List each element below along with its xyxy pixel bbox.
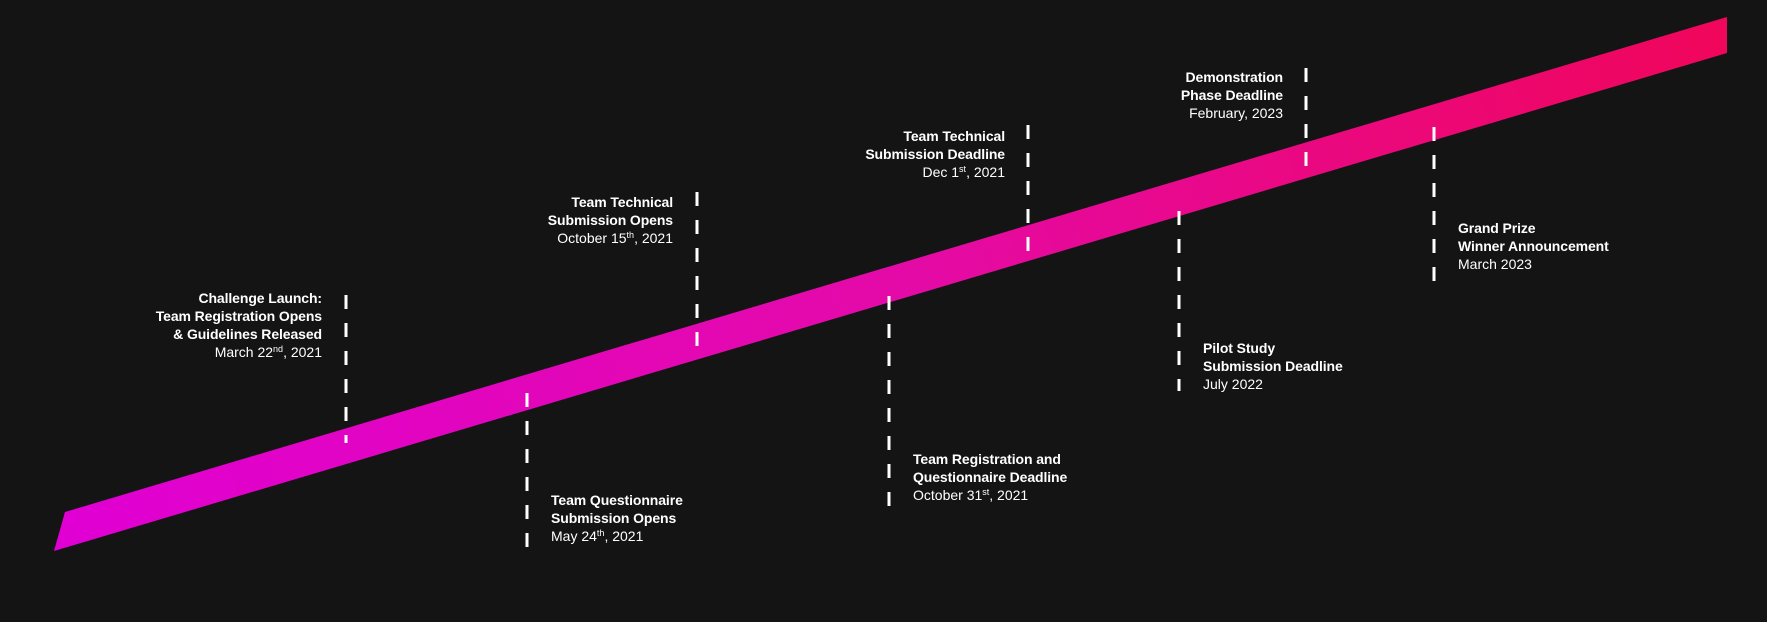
- milestone-title-line: Team Registration Opens: [155, 308, 322, 324]
- milestone-label-grand-prize: Grand Prize Winner Announcement March 20…: [1458, 219, 1609, 273]
- milestone-label-questionnaire-opens: Team Questionnaire Submission Opens May …: [551, 491, 683, 545]
- milestone-label-registration-deadline: Team Registration and Questionnaire Dead…: [913, 450, 1067, 504]
- milestone-markers: [344, 68, 1436, 549]
- milestone-title-line: Submission Deadline: [1203, 358, 1343, 374]
- milestone-date: Dec 1st, 2021: [922, 164, 1005, 180]
- milestone-title-line: Winner Announcement: [1458, 238, 1609, 254]
- milestone-date: May 24th, 2021: [551, 528, 644, 544]
- milestone-title-line: Challenge Launch:: [198, 290, 322, 306]
- milestone-title-line: Phase Deadline: [1180, 87, 1283, 103]
- milestone-title-line: Questionnaire Deadline: [913, 469, 1068, 485]
- milestone-title-line: Submission Opens: [551, 510, 677, 526]
- milestone-title-line: Team Questionnaire: [551, 492, 683, 508]
- milestone-title-line: Submission Opens: [547, 212, 673, 228]
- milestone-date: March 2023: [1458, 256, 1532, 272]
- milestone-date: March 22nd, 2021: [214, 344, 322, 360]
- milestone-date: October 15th, 2021: [557, 230, 673, 246]
- timeline-ribbon: [54, 17, 1727, 551]
- milestone-label-demo-deadline: Demonstration Phase Deadline February, 2…: [1181, 68, 1283, 122]
- milestone-label-technical-deadline: Team Technical Submission Deadline Dec 1…: [865, 127, 1005, 181]
- milestone-label-challenge-launch: Challenge Launch: Team Registration Open…: [156, 289, 322, 361]
- milestone-title-line: Team Technical: [903, 128, 1005, 144]
- milestone-date: February, 2023: [1189, 105, 1283, 121]
- milestone-label-pilot-deadline: Pilot Study Submission Deadline July 202…: [1203, 339, 1343, 393]
- milestone-title-line: Team Technical: [571, 194, 673, 210]
- milestone-title-line: Pilot Study: [1203, 340, 1276, 356]
- milestone-title-line: Team Registration and: [913, 451, 1061, 467]
- milestone-title-line: Grand Prize: [1458, 220, 1536, 236]
- milestone-date: July 2022: [1203, 376, 1263, 392]
- milestone-title-line: & Guidelines Released: [173, 326, 322, 342]
- milestone-label-technical-opens: Team Technical Submission Opens October …: [548, 193, 673, 247]
- milestone-title-line: Demonstration: [1185, 69, 1284, 85]
- milestone-title-line: Submission Deadline: [865, 146, 1005, 162]
- milestone-date: October 31st, 2021: [913, 487, 1029, 503]
